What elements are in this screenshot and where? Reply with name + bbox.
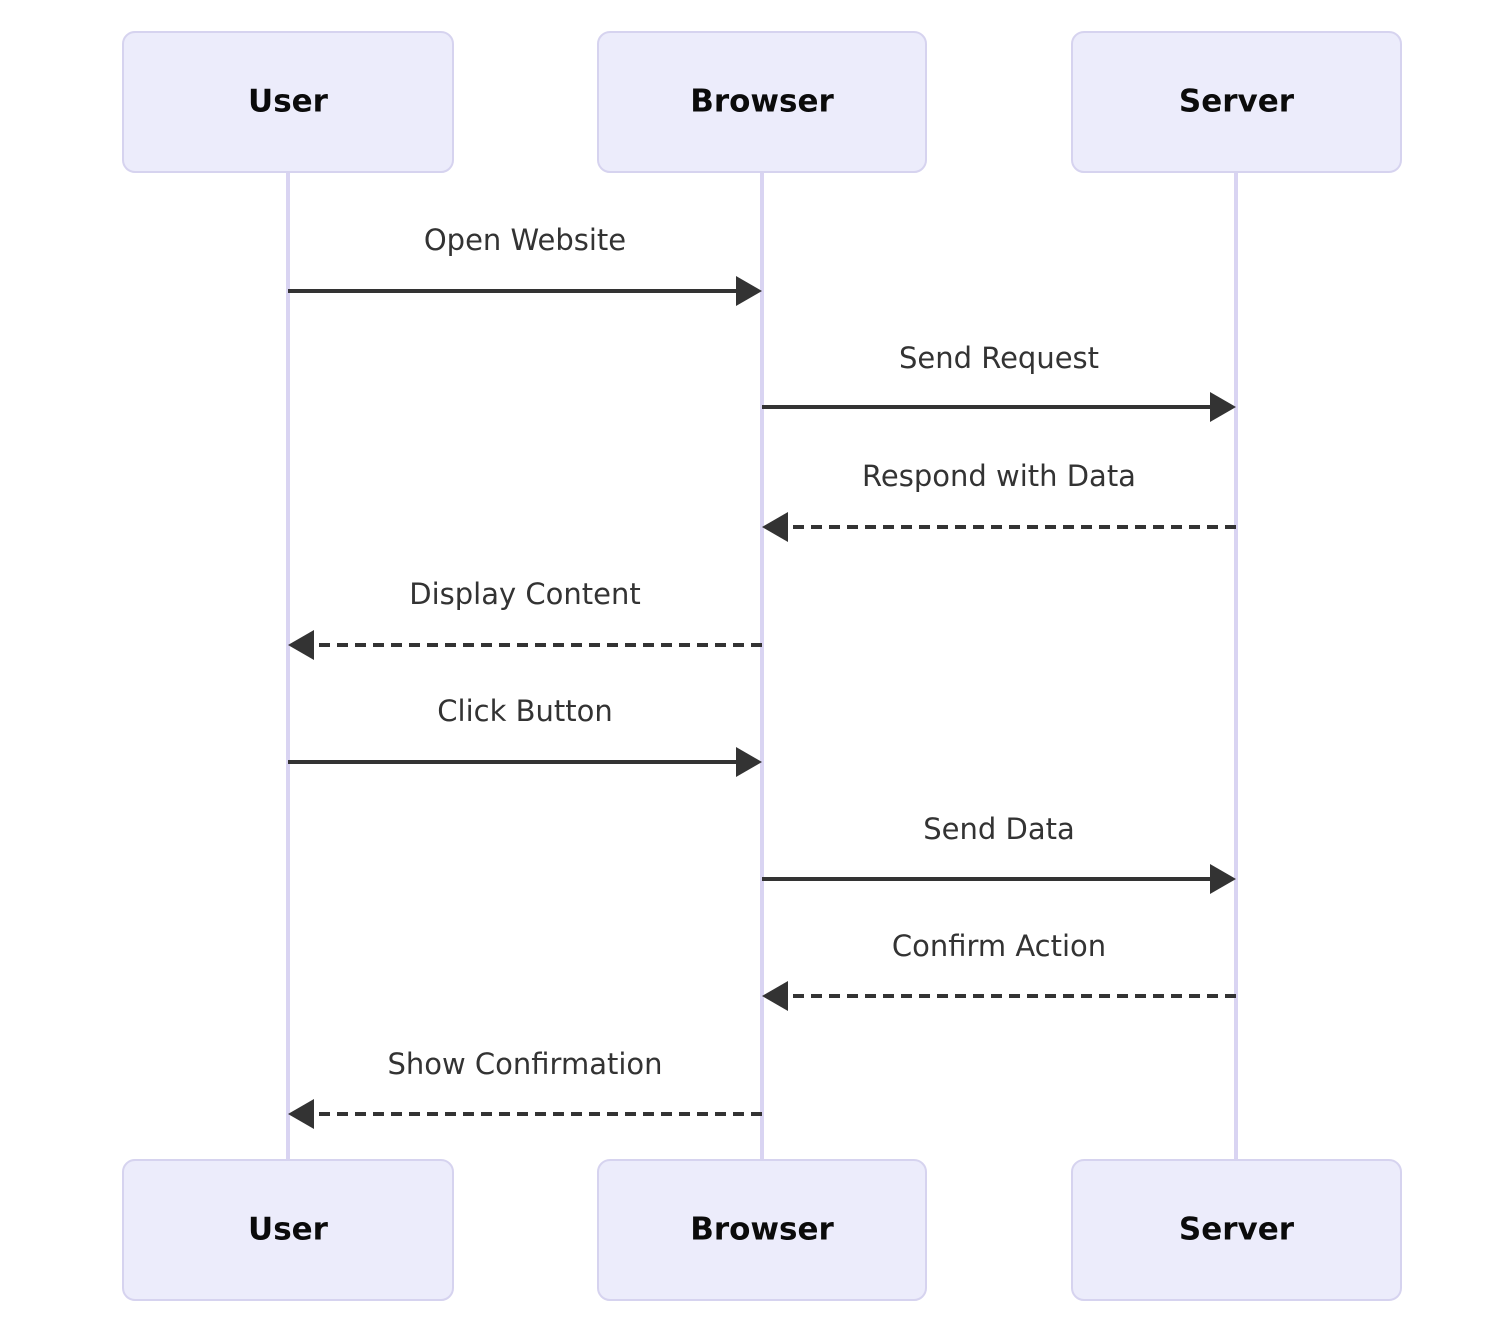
- actor-box-top-browser[interactable]: Browser: [597, 31, 927, 173]
- message-7-confirm-action[interactable]: Confirm Action: [762, 929, 1236, 1011]
- message-arrowhead: [736, 276, 762, 306]
- message-label: Display Content: [409, 577, 640, 611]
- message-arrowhead: [1210, 864, 1236, 894]
- actor-label-user: User: [248, 1212, 329, 1248]
- actor-box-background: [597, 31, 927, 173]
- message-arrowhead: [762, 512, 788, 542]
- message-arrowhead: [736, 747, 762, 777]
- message-6-send-data[interactable]: Send Data: [762, 812, 1236, 894]
- message-2-send-request[interactable]: Send Request: [762, 341, 1236, 422]
- message-label: Send Data: [923, 812, 1075, 846]
- message-5-click-button[interactable]: Click Button: [288, 694, 762, 777]
- message-label: Confirm Action: [892, 929, 1106, 963]
- actor-box-bottom-browser[interactable]: Browser: [597, 1159, 927, 1301]
- actor-box-background: [122, 31, 454, 173]
- message-4-display-content[interactable]: Display Content: [288, 577, 762, 660]
- message-8-show-confirmation[interactable]: Show Confirmation: [288, 1047, 762, 1129]
- actor-box-background: [1071, 1159, 1402, 1301]
- message-3-respond-with-data[interactable]: Respond with Data: [762, 459, 1236, 542]
- message-label: Respond with Data: [862, 459, 1136, 493]
- actor-label-server: Server: [1179, 84, 1295, 120]
- message-arrowhead: [288, 1099, 314, 1129]
- message-label: Click Button: [437, 694, 612, 728]
- message-label: Open Website: [424, 223, 626, 257]
- actor-box-bottom-user[interactable]: User: [122, 1159, 454, 1301]
- actor-box-background: [1071, 31, 1402, 173]
- message-1-open-website[interactable]: Open Website: [288, 223, 762, 306]
- message-arrowhead: [762, 981, 788, 1011]
- actor-box-background: [122, 1159, 454, 1301]
- message-arrowhead: [1210, 392, 1236, 422]
- actor-label-browser: Browser: [690, 84, 834, 120]
- actor-box-top-server[interactable]: Server: [1071, 31, 1402, 173]
- lifelines-group: [286, 172, 1238, 1160]
- message-label: Show Confirmation: [387, 1047, 662, 1081]
- actor-label-browser: Browser: [690, 1212, 834, 1248]
- actor-box-background: [597, 1159, 927, 1301]
- actor-box-bottom-server[interactable]: Server: [1071, 1159, 1402, 1301]
- message-label: Send Request: [899, 341, 1099, 375]
- actor-label-user: User: [248, 84, 329, 120]
- actor-box-top-user[interactable]: User: [122, 31, 454, 173]
- message-arrowhead: [288, 630, 314, 660]
- actor-label-server: Server: [1179, 1212, 1295, 1248]
